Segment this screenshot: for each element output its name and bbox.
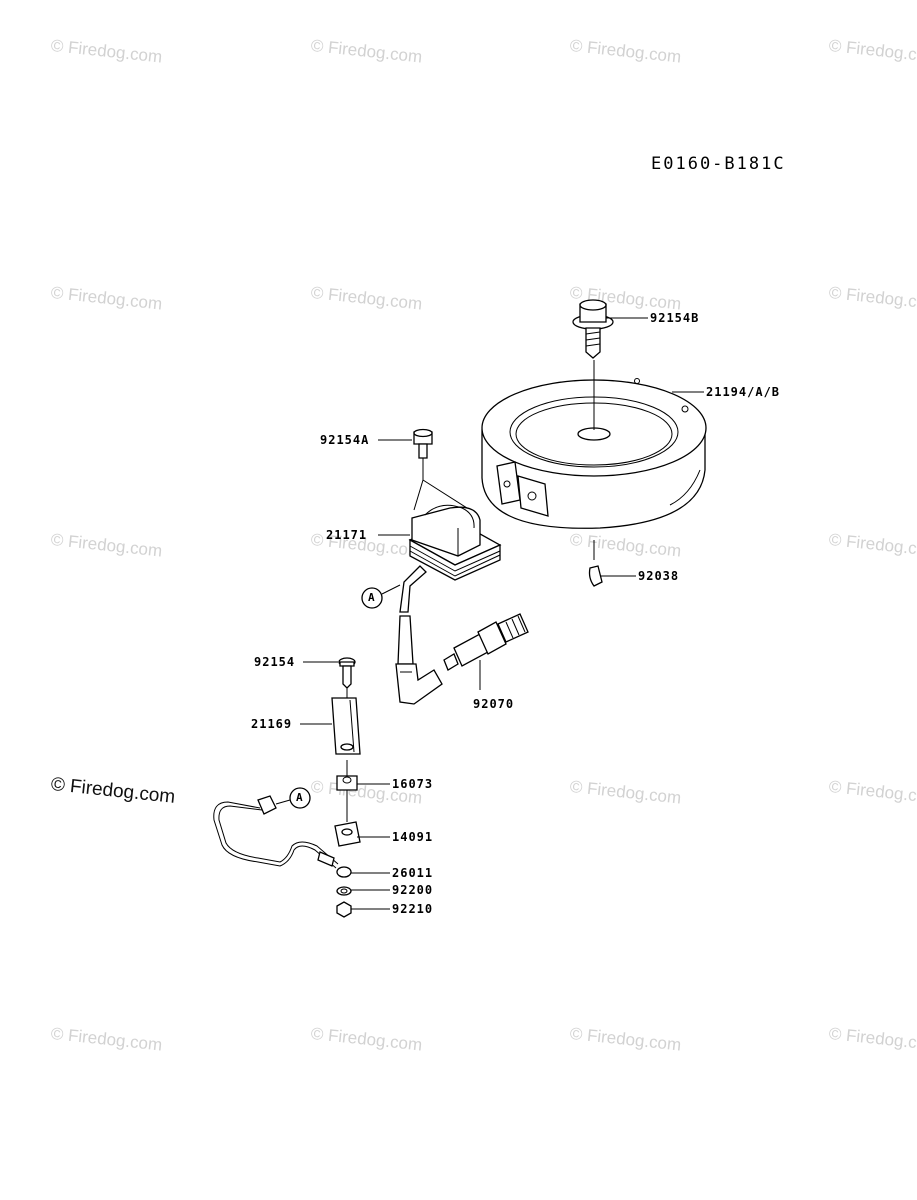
holder-14091	[334, 821, 361, 847]
flywheel	[481, 360, 707, 529]
part-label-92210: 92210	[392, 902, 434, 916]
part-label-21171: 21171	[326, 528, 368, 542]
diagram-code: E0160-B181C	[651, 154, 786, 174]
bracket-21169	[331, 697, 361, 755]
part-label-16073: 16073	[392, 777, 434, 791]
part-label-92154b: 92154B	[650, 311, 700, 325]
part-label-26011: 26011	[392, 866, 434, 880]
washer-92200	[336, 886, 352, 896]
terminal-26011	[336, 866, 352, 878]
plug-cap	[395, 615, 443, 705]
bolt-92154a	[413, 428, 433, 480]
callout-a-marker	[361, 587, 383, 609]
callout-a-marker	[289, 787, 311, 809]
part-label-21194: 21194/A/B	[706, 385, 781, 399]
part-label-21169: 21169	[251, 717, 293, 731]
clip-16073	[336, 775, 358, 791]
spark-plug	[443, 613, 529, 690]
part-label-92038: 92038	[638, 569, 680, 583]
bolt-92154	[338, 657, 356, 698]
part-label-92154a: 92154A	[320, 433, 370, 447]
callout-a-label: A	[368, 591, 376, 604]
callout-a-label: A	[296, 791, 304, 804]
part-label-92154: 92154	[254, 655, 296, 669]
part-label-92200: 92200	[392, 883, 434, 897]
part-label-14091: 14091	[392, 830, 434, 844]
ground-wire	[213, 795, 339, 869]
nut-92210	[336, 901, 352, 918]
bolt-92154b	[572, 299, 614, 359]
key-92038	[588, 565, 603, 587]
part-label-92070: 92070	[473, 697, 515, 711]
ignition-coil	[399, 479, 502, 613]
